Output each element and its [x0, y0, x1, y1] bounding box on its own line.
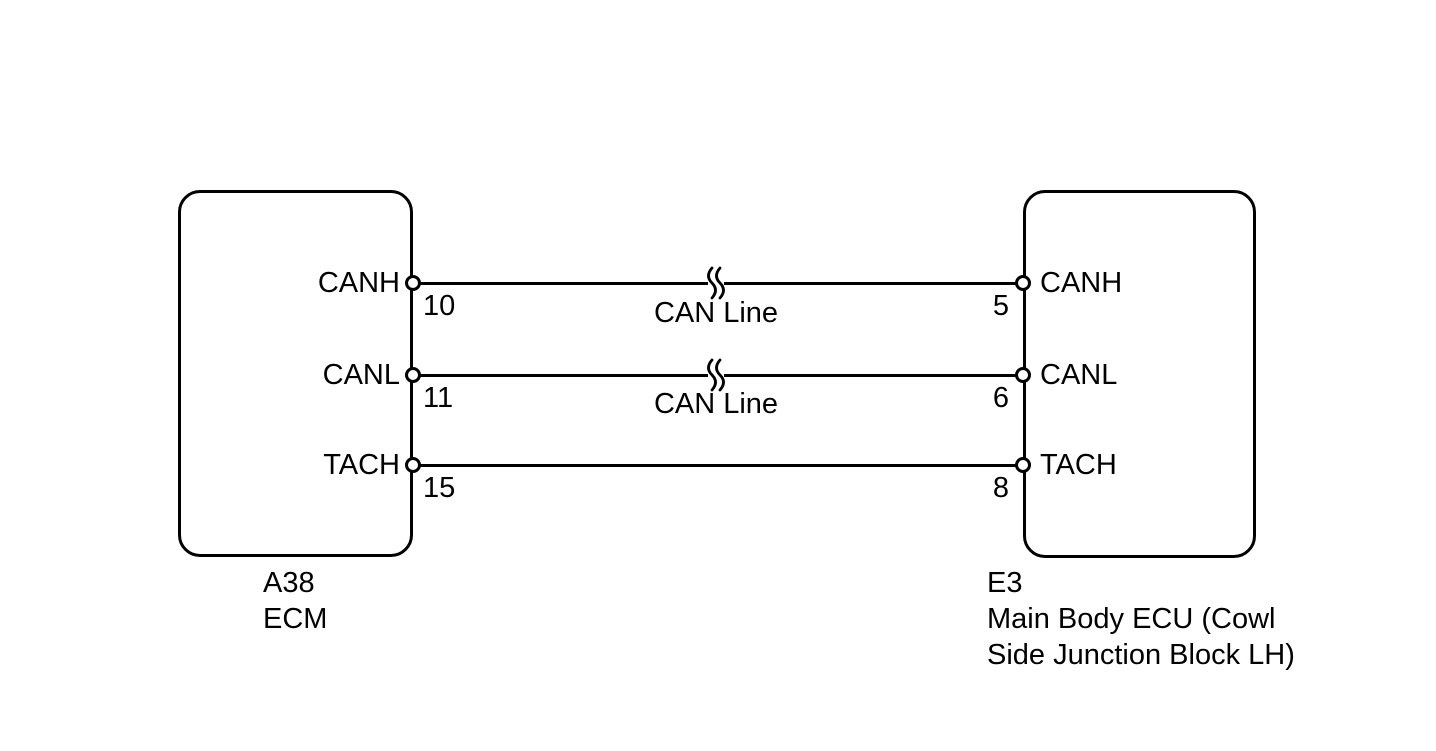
connector-box-main-body-ecu [1023, 190, 1256, 558]
pin-circle [405, 275, 421, 291]
pin-circle [405, 367, 421, 383]
connector-code: A38 [263, 567, 315, 599]
wire-break-icon [707, 357, 725, 393]
connector-caption-ecm: A38 ECM [263, 565, 327, 637]
connector-box-ecm [178, 190, 413, 557]
wire-break-icon [707, 265, 725, 301]
pin-circle [1015, 367, 1031, 383]
pin-circle [405, 457, 421, 473]
wire-label: CAN Line [653, 388, 779, 420]
pin-label: TACH [1040, 449, 1117, 481]
connector-name: ECM [263, 603, 328, 635]
pin-label: CANL [1040, 359, 1118, 391]
connector-name: Main Body ECU (Cowl [987, 603, 1276, 635]
pin-label: TACH [323, 449, 400, 481]
pin-label: CANL [322, 359, 400, 391]
wire-tach [413, 463, 1023, 467]
connector-code: E3 [987, 567, 1023, 599]
pin-circle [1015, 275, 1031, 291]
pin-number: 6 [992, 382, 1009, 414]
pin-number: 8 [992, 472, 1009, 504]
pin-circle [1015, 457, 1031, 473]
connector-name: Side Junction Block LH) [987, 639, 1295, 671]
pin-number: 15 [423, 472, 456, 504]
connector-caption-main-body-ecu: E3 Main Body ECU (Cowl Side Junction Blo… [987, 565, 1295, 673]
pin-number: 5 [992, 290, 1009, 322]
pin-label: CANH [317, 267, 400, 299]
pin-number: 10 [423, 290, 456, 322]
pin-number: 11 [423, 382, 454, 414]
wire-label: CAN Line [653, 297, 779, 329]
pin-label: CANH [1040, 267, 1123, 299]
